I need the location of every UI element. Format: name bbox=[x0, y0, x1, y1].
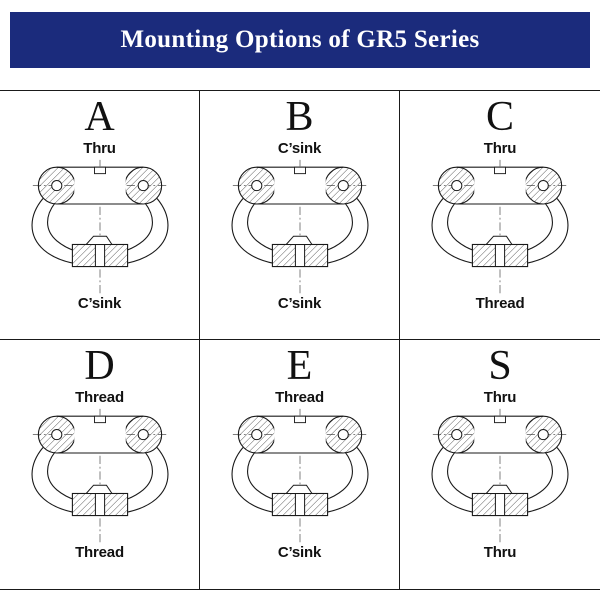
top-mount-label: Thru bbox=[483, 139, 517, 157]
bottom-mount-label: Thru bbox=[483, 544, 517, 562]
option-letter: B bbox=[285, 94, 314, 140]
option-letter: D bbox=[84, 343, 115, 389]
bottom-mount-label: C’sink bbox=[277, 544, 322, 562]
option-letter: S bbox=[488, 343, 512, 389]
title-banner: Mounting Options of GR5 Series bbox=[10, 12, 590, 68]
option-letter: A bbox=[84, 94, 115, 140]
pull-handle-cross-section-diagram bbox=[416, 158, 584, 296]
pull-handle-cross-section-diagram bbox=[16, 158, 184, 296]
pull-handle-cross-section-diagram bbox=[216, 407, 384, 545]
mount-option-cell-e: E Thread C’sink bbox=[200, 340, 400, 589]
mounting-options-grid: A Thru C’sink B C’sink C’sink C Thru Thr… bbox=[0, 90, 600, 590]
top-mount-label: Thru bbox=[83, 139, 116, 157]
mount-option-cell-a: A Thru C’sink bbox=[0, 91, 200, 340]
top-mount-label: Thru bbox=[483, 388, 517, 406]
mount-option-cell-d: D Thread Thread bbox=[0, 340, 200, 589]
pull-handle-cross-section-diagram bbox=[216, 158, 384, 296]
mount-option-cell-s: S Thru Thru bbox=[400, 340, 600, 589]
mount-option-cell-c: C Thru Thread bbox=[400, 91, 600, 340]
bottom-mount-label: C’sink bbox=[77, 295, 122, 313]
page-title: Mounting Options of GR5 Series bbox=[120, 26, 480, 53]
pull-handle-cross-section-diagram bbox=[416, 407, 584, 545]
option-letter: C bbox=[485, 94, 514, 140]
bottom-mount-label: C’sink bbox=[277, 295, 322, 313]
top-mount-label: C’sink bbox=[277, 139, 322, 157]
mount-option-cell-b: B C’sink C’sink bbox=[200, 91, 400, 340]
top-mount-label: Thread bbox=[275, 388, 324, 406]
bottom-mount-label: Thread bbox=[475, 295, 525, 313]
bottom-mount-label: Thread bbox=[75, 544, 124, 562]
option-letter: E bbox=[286, 343, 313, 389]
top-mount-label: Thread bbox=[75, 388, 124, 406]
pull-handle-cross-section-diagram bbox=[16, 407, 184, 545]
